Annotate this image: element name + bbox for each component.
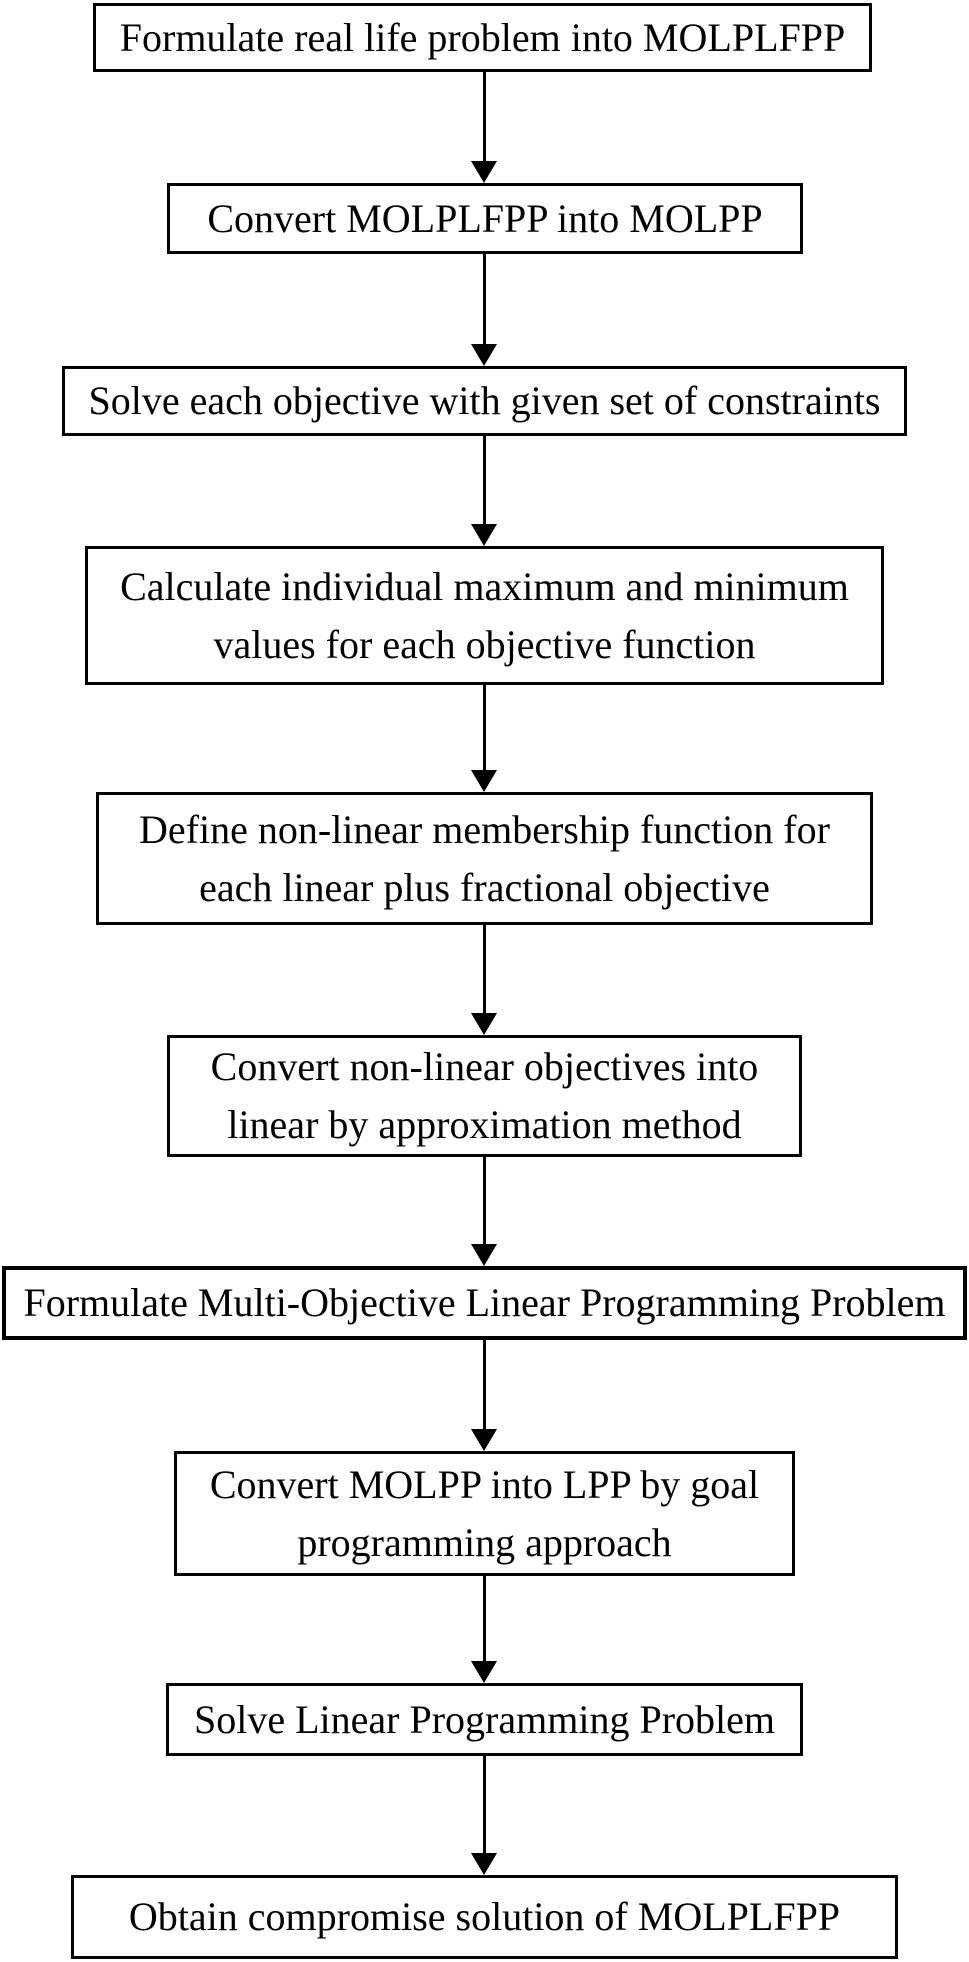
arrowhead-down-icon bbox=[471, 1013, 497, 1035]
step-convert-nonlinear-to-linear: Convert non-linear objectives into linea… bbox=[167, 1035, 802, 1157]
arrowhead-down-icon bbox=[471, 1661, 497, 1683]
arrowhead-down-icon bbox=[471, 161, 497, 183]
arrowhead-down-icon bbox=[471, 770, 497, 792]
step-solve-lpp: Solve Linear Programming Problem bbox=[166, 1683, 803, 1756]
arrow-line bbox=[483, 1756, 486, 1853]
arrow-line bbox=[483, 1576, 486, 1661]
step-formulate-real-life-problem: Formulate real life problem into MOLPLFP… bbox=[93, 3, 872, 72]
step-obtain-compromise-solution: Obtain compromise solution of MOLPLFPP bbox=[71, 1875, 898, 1959]
arrow-line bbox=[483, 1157, 486, 1244]
step-calculate-max-min-values: Calculate individual maximum and minimum… bbox=[85, 546, 884, 685]
arrow-line bbox=[483, 1340, 486, 1429]
step-solve-each-objective: Solve each objective with given set of c… bbox=[62, 366, 907, 436]
arrowhead-down-icon bbox=[471, 524, 497, 546]
arrow-line bbox=[483, 72, 486, 161]
arrow-line bbox=[483, 436, 486, 524]
arrow-line bbox=[483, 254, 486, 344]
step-convert-molplfpp-to-molpp: Convert MOLPLFPP into MOLPP bbox=[167, 183, 803, 254]
step-define-membership-function: Define non-linear membership function fo… bbox=[96, 792, 873, 925]
arrowhead-down-icon bbox=[471, 344, 497, 366]
arrowhead-down-icon bbox=[471, 1853, 497, 1875]
step-formulate-molpp: Formulate Multi-Objective Linear Program… bbox=[2, 1266, 967, 1340]
arrowhead-down-icon bbox=[471, 1429, 497, 1451]
arrowhead-down-icon bbox=[471, 1244, 497, 1266]
step-convert-molpp-to-lpp: Convert MOLPP into LPP by goal programmi… bbox=[174, 1451, 795, 1576]
arrow-line bbox=[483, 685, 486, 770]
arrow-line bbox=[483, 925, 486, 1013]
